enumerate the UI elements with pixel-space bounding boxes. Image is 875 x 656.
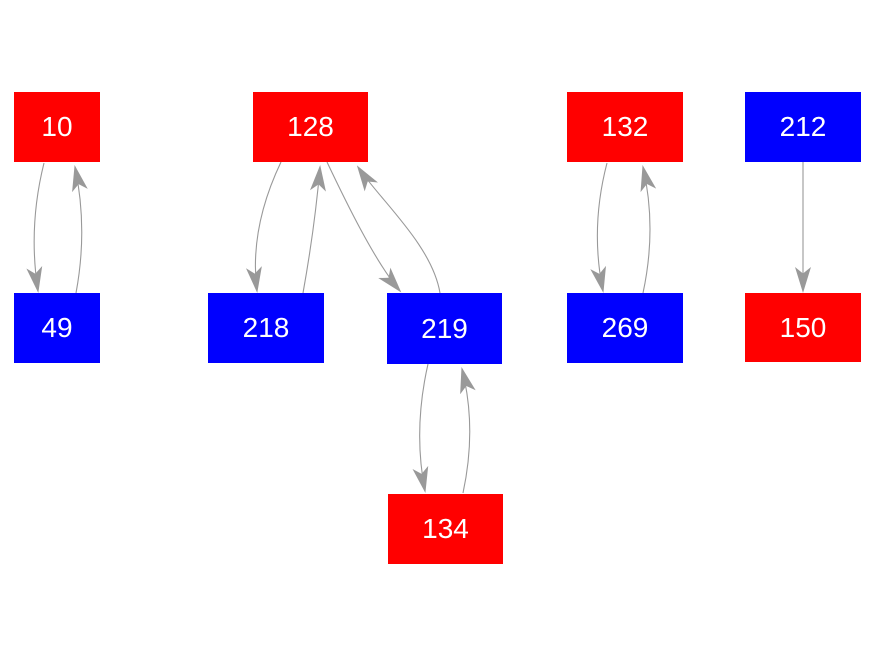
node-label: 49 — [41, 312, 73, 343]
edge-219-128 — [356, 165, 441, 294]
node-218[interactable]: 218 — [208, 293, 324, 363]
edge-218-128 — [302, 165, 326, 294]
edges-group — [26, 161, 811, 494]
edge-132-269 — [590, 162, 608, 293]
node-label: 218 — [242, 312, 290, 343]
node-label: 150 — [779, 311, 827, 343]
node-label: 219 — [421, 312, 468, 344]
node-212[interactable]: 212 — [745, 92, 861, 162]
node-219[interactable]: 219 — [387, 293, 502, 364]
node-10[interactable]: 10 — [14, 92, 100, 162]
node-label: 132 — [601, 111, 649, 142]
edge-128-218 — [246, 161, 282, 293]
node-label: 269 — [601, 312, 649, 343]
node-label: 128 — [287, 111, 334, 142]
edge-269-132 — [640, 165, 657, 294]
edge-10-49 — [26, 162, 45, 293]
node-150[interactable]: 150 — [745, 293, 861, 362]
node-128[interactable]: 128 — [253, 92, 368, 162]
node-49[interactable]: 49 — [14, 293, 100, 363]
node-label: 10 — [41, 111, 73, 142]
node-132[interactable]: 132 — [567, 92, 683, 162]
edge-128-219 — [326, 161, 402, 293]
node-134[interactable]: 134 — [388, 494, 503, 564]
edge-49-10 — [72, 165, 88, 294]
edge-219-134 — [412, 363, 429, 493]
edge-134-219 — [460, 367, 476, 494]
node-label: 212 — [779, 111, 827, 142]
node-label: 134 — [422, 513, 469, 544]
node-269[interactable]: 269 — [567, 293, 683, 363]
